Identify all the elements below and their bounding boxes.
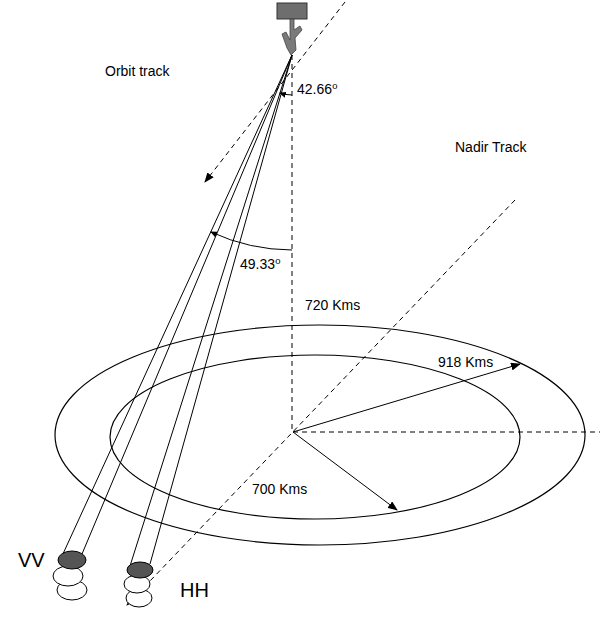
diagram-label: HH (180, 579, 209, 601)
inner-radius-arrow (293, 432, 397, 510)
diagram-label: 720 Kms (305, 298, 360, 313)
vv-beam (62, 55, 292, 556)
outer-swath (55, 325, 585, 545)
diagram-label: VV (18, 549, 45, 571)
horizontal-axis (293, 432, 600, 433)
satellite-body (277, 3, 307, 19)
antenna (282, 19, 302, 55)
nadir-vertical (292, 55, 293, 432)
diagram-label: 700 Kms (252, 482, 307, 497)
angle-arc (280, 93, 292, 95)
footprint-active (58, 551, 86, 569)
outer-radius-arrow (293, 364, 520, 432)
diagram-label: Nadir Track (455, 140, 527, 155)
angle-arc (211, 232, 292, 250)
diagram-label: 918 Kms (438, 355, 493, 370)
vv-beam (82, 55, 292, 554)
inner-swath (110, 355, 520, 519)
nadir-track-line (127, 200, 515, 605)
diagram-label: Orbit track (105, 64, 170, 79)
footprint-active (127, 562, 153, 578)
diagram-label: 42.66⁰ (297, 82, 338, 97)
diagram-label: 49.33⁰ (240, 257, 281, 272)
